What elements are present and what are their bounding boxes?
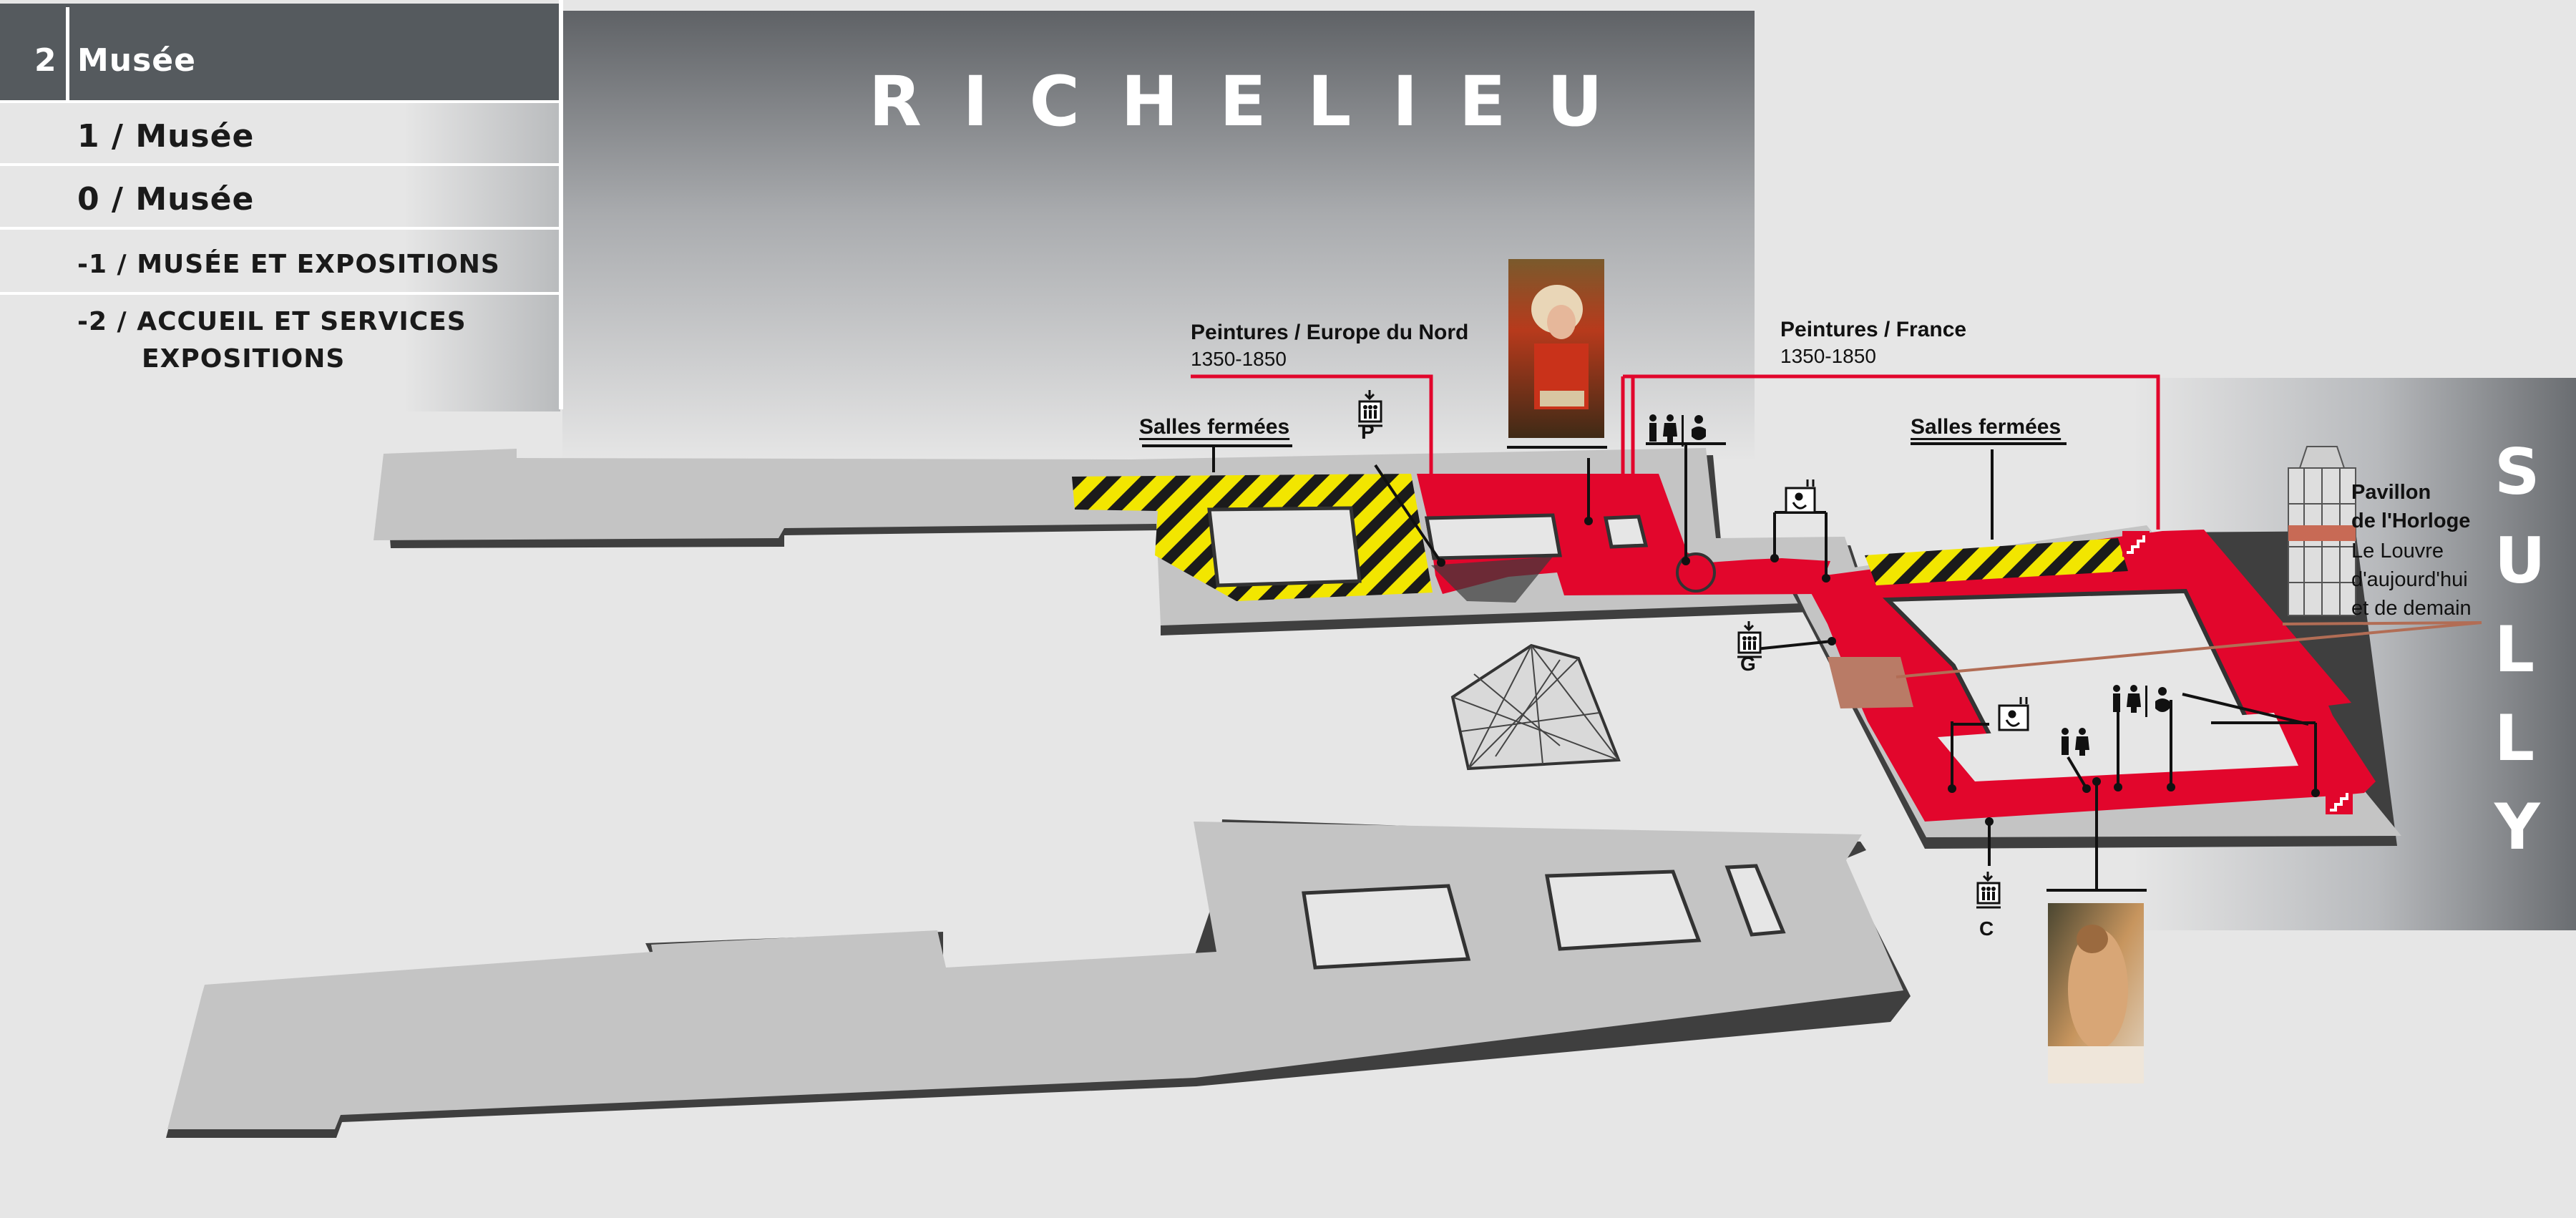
accessible-elevator-icon (1998, 697, 2029, 731)
floor-label: 1 / Musée (77, 118, 255, 155)
baby-changing-icon (2155, 687, 2170, 712)
divider (559, 0, 563, 409)
pavillon-line: et de demain (2351, 597, 2472, 620)
zone-title-nord[interactable]: Peintures / Europe du Nord (1191, 321, 1469, 344)
zone-years-nord: 1350-1850 (1191, 348, 1287, 370)
painting-thumbnail (2048, 903, 2144, 1083)
wing-letter: L (2494, 701, 2535, 775)
elevator-label-g: G (1740, 653, 1756, 675)
leader-lines (1142, 442, 2317, 892)
divider (66, 7, 69, 100)
floor-item-minus2[interactable]: -2 / Accueil et services Expositions (0, 304, 560, 383)
wing-title-richelieu: R I C H E L I E U (869, 62, 1611, 142)
richelieu-rooms (1072, 474, 1830, 603)
wing-letter: S (2494, 435, 2540, 509)
divider (0, 100, 560, 103)
elevator-label-c: C (1979, 917, 1994, 940)
floor-label: -2 / Accueil et services (77, 307, 467, 336)
zone-brackets (1191, 374, 2160, 530)
pavillon-line: d'aujourd'hui (2351, 568, 2468, 591)
toilets-icon (1649, 414, 1684, 447)
accessible-elevator-icon (1785, 479, 1816, 514)
closed-rooms-label: Salles fermées (1139, 415, 1290, 439)
wing-letter: L (2494, 613, 2535, 686)
wing-letter: Y (2494, 790, 2540, 864)
elevator-icon (1976, 872, 2001, 909)
floor-item-0[interactable]: 0 / Musée (0, 181, 560, 224)
painting-thumbnail (1508, 259, 1604, 438)
floor-item-1[interactable]: 1 / Musée (0, 118, 560, 161)
floor-item-2[interactable]: 2 Musée (0, 4, 560, 100)
floor-label: Musée (77, 42, 196, 79)
elevator-icon (1737, 621, 1762, 658)
baby-changing-icon (1692, 415, 1706, 440)
floor-label: -1 / Musée et expositions (77, 250, 500, 279)
stairs-icon (2326, 789, 2353, 814)
divider (0, 227, 560, 230)
pavillon-line: Le Louvre (2351, 540, 2444, 562)
elevator-icon (1358, 390, 1382, 427)
wing-letter: U (2494, 524, 2546, 598)
floor-label-2: Expositions (142, 344, 346, 374)
toilets-icon (2113, 685, 2147, 717)
closed-rooms-label: Salles fermées (1911, 415, 2062, 439)
floor-nav-bg (0, 100, 560, 411)
stairs-icon (2122, 531, 2150, 557)
zone-years-france: 1350-1850 (1780, 345, 1876, 367)
pyramid-icon (1450, 643, 1621, 771)
divider (0, 163, 560, 166)
floor-item-minus1[interactable]: -1 / Musée et expositions (0, 247, 560, 290)
elevator-label-p: P (1361, 421, 1375, 443)
zone-title-france[interactable]: Peintures / France (1780, 318, 1967, 341)
denon-floor-plan (166, 819, 1911, 1138)
pavillon-leader (1896, 621, 2482, 678)
floor-label: 0 / Musée (77, 181, 255, 218)
floor-number: 2 (34, 42, 57, 79)
pavillon-line: de l'Horloge (2351, 510, 2471, 532)
cour-carree-plan (1789, 525, 2401, 849)
divider (0, 292, 560, 295)
pavillon-line: Pavillon (2351, 481, 2431, 504)
pavillon-thumbnail (2288, 446, 2356, 616)
toilets-icon (2062, 728, 2089, 756)
